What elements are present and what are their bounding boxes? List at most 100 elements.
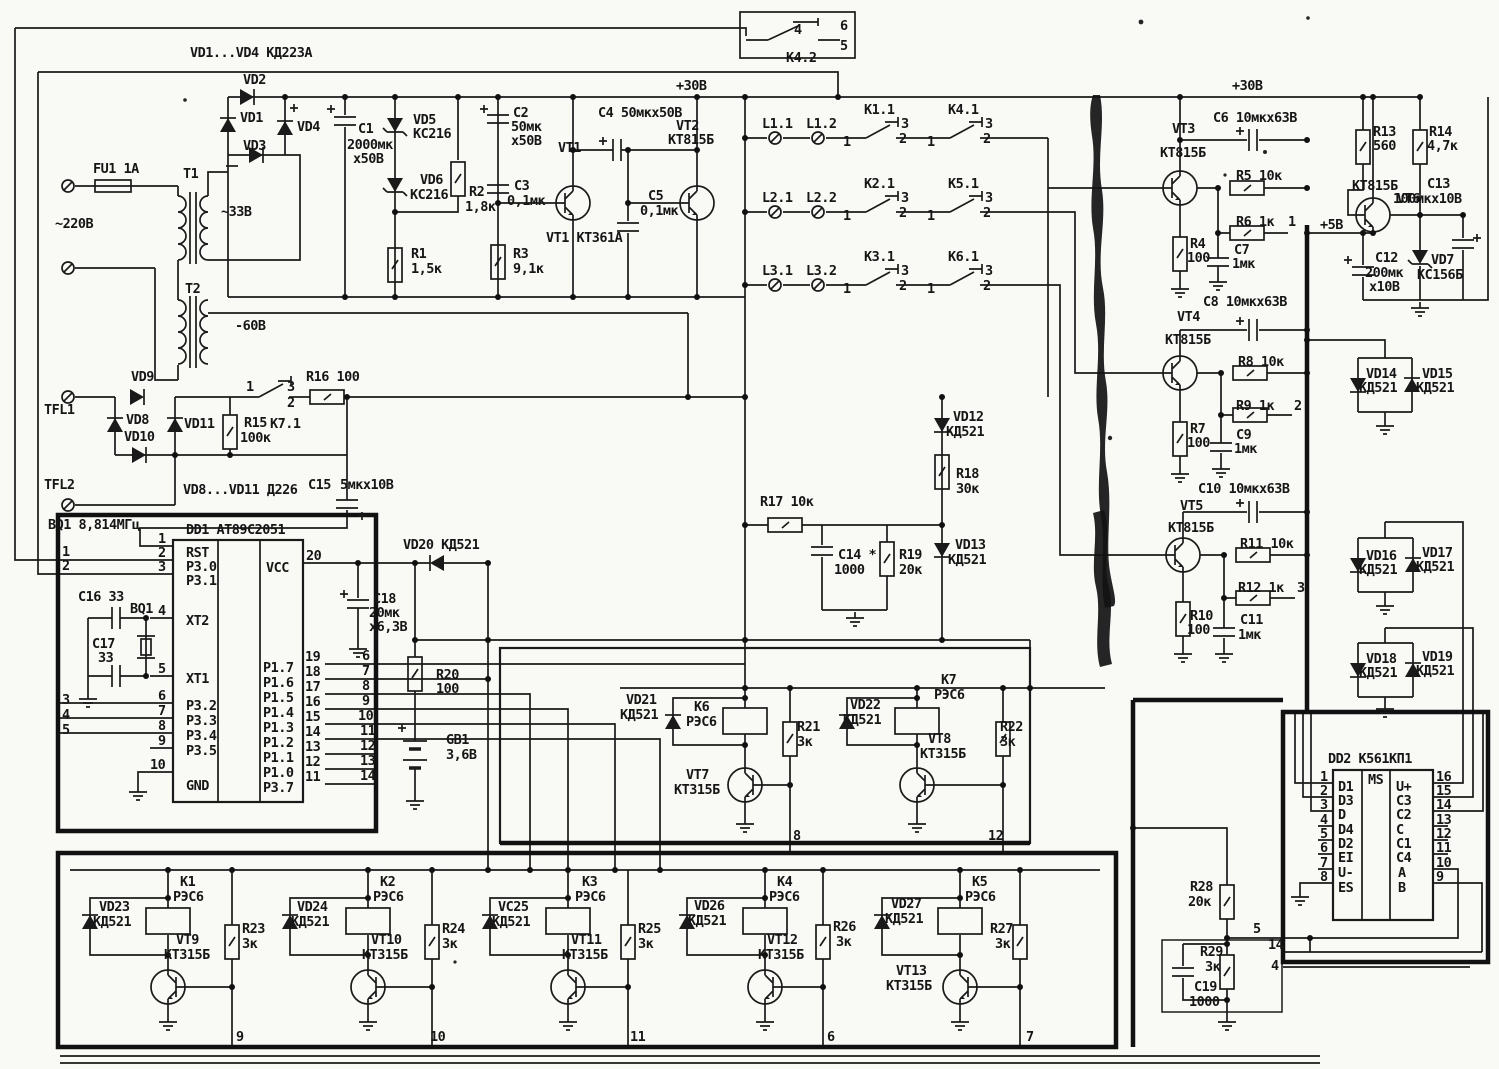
dd2-pin3: 3: [1320, 797, 1328, 813]
r21-label: R21: [797, 719, 820, 735]
dd2-pin9: 9: [1436, 869, 1444, 885]
node6-num: 6: [827, 1029, 835, 1045]
k31-label: К3.1: [864, 249, 895, 265]
l2-2-terminal-icon: [811, 205, 825, 219]
vt13-transistor-icon: [942, 969, 978, 1005]
r29-label: R29: [1200, 944, 1223, 960]
r26-value: 3к: [836, 934, 852, 950]
dd2-c1: C1: [1396, 836, 1412, 852]
r8-label: R8 10к: [1238, 354, 1284, 370]
gb1-battery-icon: [397, 723, 427, 777]
k21-p2: 2: [899, 205, 907, 221]
vt11-transistor-icon: [550, 969, 586, 1005]
ext11-num: 11: [360, 723, 376, 739]
k42-label: К4.2: [786, 50, 817, 66]
dd2-es: ES: [1338, 880, 1354, 896]
vt6-type: КТ815Б: [1352, 178, 1398, 194]
dd1-p31: P3.1: [186, 573, 217, 589]
r21-value: 3к: [797, 734, 813, 750]
k41-p3: 3: [985, 116, 993, 132]
c6-capacitor-icon: [1248, 128, 1258, 152]
vt7-transistor-icon: [727, 767, 763, 803]
vd15-type: КД521: [1416, 380, 1455, 396]
r19-label: R19: [899, 547, 922, 563]
ground-icon: [405, 794, 425, 810]
vt2-transistor-icon: [679, 185, 715, 221]
ground-icon: [158, 1015, 178, 1031]
r3-label: R3: [513, 246, 529, 262]
vd6-label: VD6: [420, 172, 443, 188]
c10-capacitor-icon: [1248, 500, 1258, 524]
l12-label: L1.2: [806, 116, 837, 132]
r17-resistor-icon: [767, 517, 803, 533]
vd5-label: VD5: [413, 112, 436, 128]
vt9-transistor-icon: [150, 969, 186, 1005]
k4-relay-coil-icon: [742, 907, 788, 935]
c13-label: С13: [1427, 176, 1450, 192]
dd1-pin9: 9: [158, 733, 166, 749]
vd25-type: КД521: [492, 914, 531, 930]
vt9-type: КТ315Б: [164, 947, 210, 963]
r4-value: 100: [1187, 250, 1210, 266]
r13-label: R13: [1373, 124, 1396, 140]
r13-value: 560: [1373, 138, 1396, 154]
node14-num: 14: [1268, 937, 1284, 953]
k21-label: К2.1: [864, 176, 895, 192]
c4-label: С4 50мкх50В: [598, 105, 682, 121]
dd1-p34: P3.4: [186, 728, 217, 744]
c14-value: 1000: [834, 562, 865, 578]
k3-relay-coil-icon: [545, 907, 591, 935]
p30-right: +30В: [1232, 78, 1263, 94]
node10-num: 10: [430, 1029, 446, 1045]
r12-label: R12 1к: [1238, 580, 1284, 596]
c1-value2: х50В: [353, 151, 384, 167]
vd16-type: КД521: [1359, 562, 1398, 578]
vd19-type: КД521: [1416, 663, 1455, 679]
ext14-num: 14: [360, 768, 376, 784]
k41-p2: 2: [983, 131, 991, 147]
c18-value: 20мк: [369, 605, 400, 621]
bq1-label: BQ1: [130, 601, 153, 617]
vd20-label: VD20 КД521: [403, 537, 480, 553]
k1-relay-coil-icon: [145, 907, 191, 935]
dd2-label: DD2 К561КП1: [1328, 751, 1412, 767]
dd1-pin2: 2: [158, 545, 166, 561]
bridge-and-rectifier-diodes: [106, 88, 299, 464]
dd1-pin19: 19: [305, 649, 321, 665]
vt13-type: КТ315Б: [886, 978, 932, 994]
vd26-label: VD26: [694, 898, 725, 914]
dd1-xt1: XT1: [186, 671, 209, 687]
vt3-type: КТ815Б: [1160, 145, 1206, 161]
l3-1-terminal-icon: [768, 278, 782, 292]
c6-label: С6 10мкх63В: [1213, 110, 1297, 126]
dd2-d4: D4: [1338, 822, 1354, 838]
k71-p1: 1: [246, 379, 254, 395]
r29-value: 3к: [1205, 959, 1221, 975]
dd1-p37: P3.7: [263, 780, 294, 796]
scan-artifact-streak: [1090, 95, 1116, 608]
wire1-num: 1: [1288, 214, 1296, 230]
thick-bus-borders: [55, 225, 1491, 1050]
dd1-pin17: 17: [305, 679, 321, 695]
ground-icon: [558, 1015, 578, 1031]
vt7-type: КТ315Б: [674, 782, 720, 798]
vt3-transistor-icon: [1162, 170, 1198, 206]
c1-label: С1: [358, 121, 374, 137]
wire3-num: 3: [1297, 580, 1305, 596]
dd2-pin8: 8: [1320, 869, 1328, 885]
c14-label: С14 *: [838, 547, 877, 563]
vd25-label: VC25: [498, 899, 529, 915]
k6-relay-coil-icon: [722, 707, 768, 735]
dd2-pin14: 14: [1436, 797, 1452, 813]
r20-value: 100: [436, 681, 459, 697]
wires-outer-frame: [14, 27, 1320, 1064]
r26-label: R26: [833, 919, 856, 935]
c5-label: С5: [648, 188, 664, 204]
vd11-diode-icon: [166, 417, 184, 433]
dd1-p30: P3.0: [186, 559, 217, 575]
extl2-num: 2: [62, 558, 70, 574]
node4-num: 4: [1271, 958, 1279, 974]
dd1-pin14: 14: [305, 724, 321, 740]
node8-num: 8: [793, 828, 801, 844]
k5-relay-coil-icon: [937, 907, 983, 935]
